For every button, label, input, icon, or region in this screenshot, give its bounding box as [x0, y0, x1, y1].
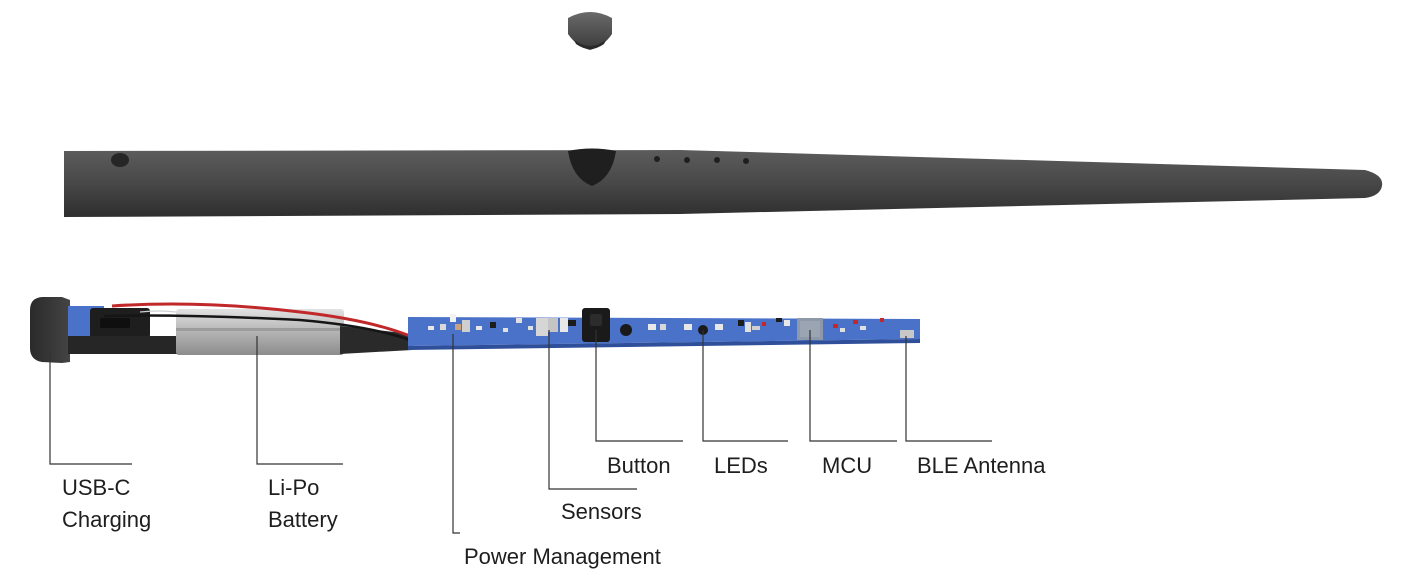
leader-usb: [49, 352, 132, 465]
label-power-management: Power Management: [464, 544, 661, 569]
label-mcu: MCU: [822, 453, 873, 478]
charging-port-hole: [111, 153, 129, 167]
leader-ble: [905, 336, 992, 442]
button-opening: [568, 148, 616, 186]
internal-assembly: [30, 297, 920, 363]
label-li-po-line1: Li-Po: [268, 475, 320, 500]
label-usb-c-line1: USB-C: [62, 475, 131, 500]
leader-mcu: [809, 330, 897, 442]
label-ble-antenna: BLE Antenna: [917, 453, 1046, 478]
leader-power: [452, 334, 460, 534]
pen-shell: [64, 148, 1383, 217]
button-cap: [568, 12, 612, 50]
led-hole: [743, 158, 749, 164]
label-leds: LEDs: [714, 453, 768, 478]
label-usb-c-line2: Charging: [62, 507, 152, 532]
label-usb-c: USB-C Charging: [62, 472, 151, 536]
leader-lipo: [256, 336, 343, 465]
led-hole: [714, 157, 720, 163]
label-button: Button: [607, 453, 671, 478]
leader-lines: [49, 330, 992, 534]
pcb-components: [428, 308, 914, 342]
leader-sensors: [548, 330, 637, 490]
leader-button: [595, 330, 683, 442]
ble-antenna-chip: [900, 330, 914, 338]
led-hole: [684, 157, 690, 163]
battery-wire-black: [103, 314, 411, 342]
label-li-po-line2: Battery: [268, 507, 338, 532]
battery-wire-red: [111, 302, 411, 338]
leader-leds: [702, 330, 788, 442]
led-hole: [654, 156, 660, 162]
label-li-po: Li-Po Battery: [268, 472, 338, 536]
label-sensors: Sensors: [561, 499, 642, 524]
usb-c-end-cap: [30, 297, 70, 363]
sensor-chip: [536, 318, 548, 336]
